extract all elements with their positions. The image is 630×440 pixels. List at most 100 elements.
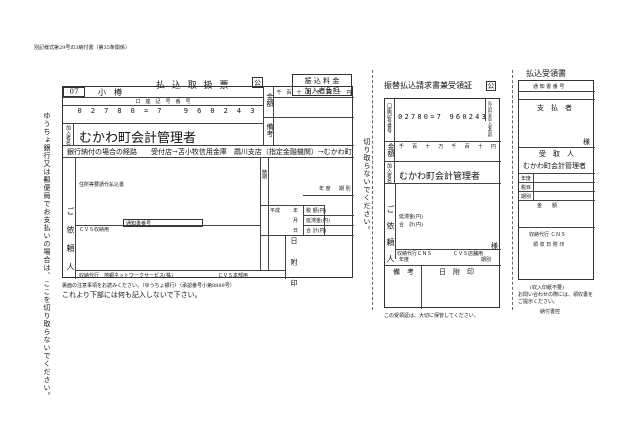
cut-note: 切り取らないでください。 xyxy=(363,138,371,234)
receipt-agent: 収納代行ＣＮＳ xyxy=(397,251,433,257)
payee-label: 加入者名 xyxy=(65,125,71,145)
amount-unit: 円 xyxy=(490,144,496,150)
amount-unit: 百 xyxy=(326,90,332,96)
ack-tax-type: 税目 xyxy=(521,185,532,191)
total-label: 合 計(円) xyxy=(306,228,327,234)
code-name: 小 樽 xyxy=(98,87,122,97)
account-digit: 0 xyxy=(423,113,428,121)
receipt-note: この受領証は、大切に保管してください。 xyxy=(384,313,479,319)
payment-acknowledgement: 払込受領書 通 知 書 番 号 支 払 者 様 受 取 人 むかわ町会計管理者 … xyxy=(516,68,596,328)
deadline-label: 納期 xyxy=(261,169,267,179)
account-digit: 0 xyxy=(210,107,215,115)
account-digit xyxy=(166,107,179,119)
ack-frame: 通 知 書 番 号 支 払 者 様 受 取 人 むかわ町会計管理者 年度 税目 … xyxy=(518,80,595,280)
ack-notice-no: 通 知 書 番 号 xyxy=(533,84,565,90)
receipt-sama: 様 xyxy=(491,242,498,250)
ack-fiscal-year: 年度 xyxy=(521,176,532,182)
receipt-remarks: 備 考 xyxy=(393,268,414,276)
account-digit: 8 xyxy=(417,113,422,121)
receipt-payer-label: ご 依 頼 人 xyxy=(386,205,395,266)
month-unit: 月 xyxy=(293,218,299,224)
account-digit: 0 xyxy=(462,113,467,121)
account-digit: 7 xyxy=(157,107,162,115)
tax-label: 税 額(円) xyxy=(306,208,327,214)
account-digit: = xyxy=(143,107,149,115)
form-note: 別記様式第29号の3納付書（第35条関係） xyxy=(34,45,130,51)
receipt-account-label: 口座記号番号 xyxy=(386,103,392,133)
cvs-label: ＣＶＳ収納用 xyxy=(79,227,110,233)
bank-route: 銀行納付の場合の経路 受付店→苫小牧信用金庫 鵡川支店（指定金融機関）→むかわ町 xyxy=(67,148,352,156)
public-badge: 公 xyxy=(252,77,263,88)
ack-amount: 金 額 xyxy=(537,203,558,209)
amount-unit: 千 xyxy=(276,90,282,96)
ack-footnote: お問い合わせの際には、領収書をご提示ください。 xyxy=(518,292,594,305)
receipt-payee-name: むかわ町会計管理者 xyxy=(399,172,481,182)
receipt-fee: 払込料金加入者負担 xyxy=(488,101,493,137)
side-note: ゆうちょ銀行又は郵便局でお支払いの場合は、ここを切り取らないでください。 xyxy=(43,112,51,400)
account-digit: 4 xyxy=(236,107,242,115)
account-digit: 7 xyxy=(104,107,109,115)
agent-line: 収納代行 地銀ネットワークサービス(株) ＣＶＳ本部用 xyxy=(79,273,248,279)
ack-sama: 様 xyxy=(583,138,590,146)
amount-units: 千百十万千百十円 xyxy=(274,89,354,96)
account-digit: 0 xyxy=(398,113,403,121)
ack-title: 払込受領書 xyxy=(526,69,566,78)
day-unit: 日 xyxy=(293,228,299,234)
receipt-delinquency: 延滞金(円) xyxy=(399,214,423,220)
account-digit: 6 xyxy=(455,113,461,121)
amount-unit: 万 xyxy=(438,144,444,150)
ack-payer: 支 払 者 xyxy=(537,104,572,112)
ack-payee: むかわ町会計管理者 xyxy=(523,162,586,170)
fiscal-year-label: 年 度 xyxy=(319,186,331,192)
amount-unit: 十 xyxy=(296,90,302,96)
account-digit: 7 xyxy=(410,113,416,121)
receipt-cvs: ＣＶＳ店舗用 xyxy=(453,251,484,257)
account-digit: 9 xyxy=(449,113,454,121)
year-unit: 年 xyxy=(293,208,299,214)
ack-date-stamp: 領 収 日 附 印 xyxy=(533,242,565,248)
bottom-note-1: 裏面の注意事項をお読みください。（ゆうちょ銀行）（承認番号小第8889号） xyxy=(62,283,235,289)
address-label: 住所等要請代払込書 xyxy=(79,182,125,188)
receipt-amount-label: 金額 xyxy=(387,143,395,157)
account-digit: 0 xyxy=(130,107,135,115)
account-digit: 6 xyxy=(197,107,202,115)
receipt-fiscal-year: 年度 xyxy=(399,257,410,263)
receipt-period: 期別 xyxy=(481,257,492,263)
account-digit: 2 xyxy=(468,113,473,121)
payee-name: むかわ町会計管理者 xyxy=(79,131,197,146)
fee-box: 振 込 料 金 加入者負担 xyxy=(292,74,352,96)
payment-slip-main: ゆうちょ銀行又は郵便局でお支払いの場合は、ここを切り取らないでください。 払 込… xyxy=(43,74,366,400)
receipt-date-stamp: 日 附 印 xyxy=(439,268,474,276)
receipt-total: 合 計(円) xyxy=(399,222,423,228)
amount-unit: 百 xyxy=(286,90,292,96)
account-label: 口 座 記 号 番 号 xyxy=(135,98,191,105)
receipt-payee-label: 加入者名 xyxy=(386,163,392,183)
ack-receiver: 受 取 人 xyxy=(539,150,574,158)
fee-sub: 加入者負担 xyxy=(304,87,340,95)
amount-unit: 千 xyxy=(316,90,322,96)
period-label: 期 別 xyxy=(339,186,351,192)
amount-unit: 千 xyxy=(451,144,457,150)
bottom-note-2: これより下部には何も記入しないで下さい。 xyxy=(62,291,202,299)
ack-agent: 収納代行 ＣＮＳ xyxy=(529,232,566,238)
account-digit: 4 xyxy=(475,113,480,121)
account-digit: 7 xyxy=(436,113,441,121)
amount-unit: 百 xyxy=(464,144,470,150)
notice-number-label: 通知書番号 xyxy=(123,219,203,227)
remarks-label: 備考 xyxy=(266,123,274,137)
amount-unit: 百 xyxy=(412,144,418,150)
code-prefix: 07 xyxy=(63,87,85,97)
ack-period: 期別 xyxy=(521,194,532,200)
amount-unit: 万 xyxy=(306,90,312,96)
account-digit: 8 xyxy=(117,107,122,115)
receipt-badge: 公 xyxy=(486,81,496,91)
amount-unit: 十 xyxy=(336,90,342,96)
date-stamp-label: 日 附 印 xyxy=(290,237,298,293)
ack-footnote2: 納付書控 xyxy=(540,309,561,315)
account-digit: 2 xyxy=(90,107,96,115)
ack-stamp-note: (収入印紙不要) xyxy=(530,285,564,291)
receipt-amount-units: 千百十万千百十円 xyxy=(395,143,500,150)
era: 平成 xyxy=(270,208,281,214)
